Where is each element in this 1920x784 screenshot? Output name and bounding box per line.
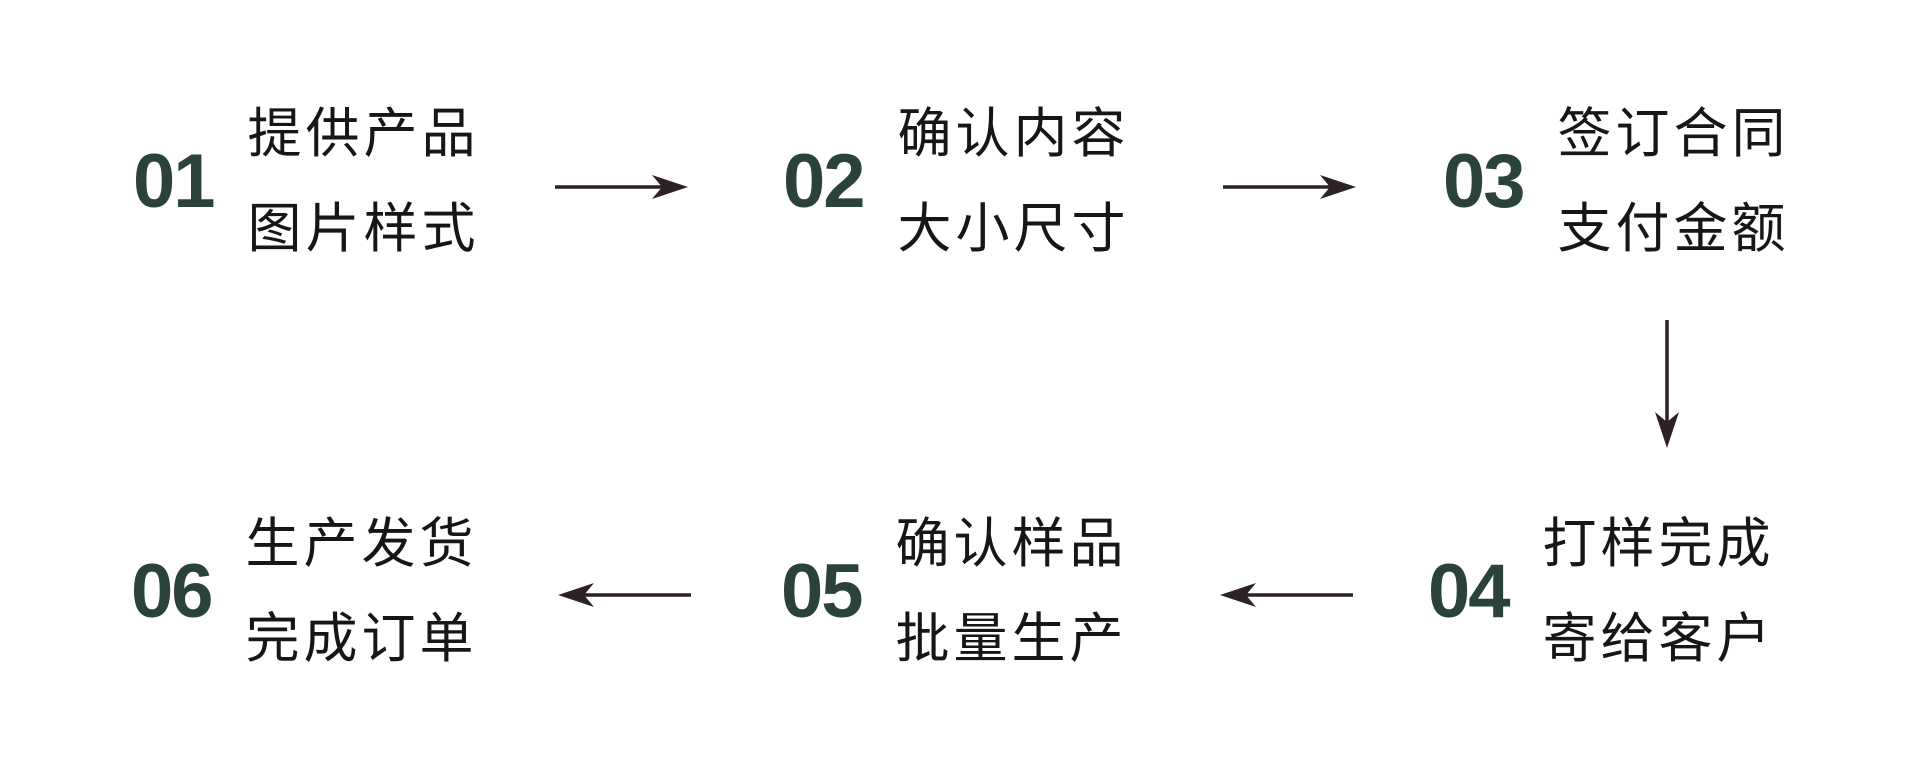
step-04-number: 04 [1428, 549, 1511, 634]
step-04: 04 打样完成 寄给客户 [1428, 497, 1775, 687]
step-01-number: 01 [133, 139, 216, 224]
step-04-label-line2: 寄给客户 [1542, 609, 1775, 669]
arrow-left-icon [1220, 583, 1353, 607]
arrow-left-icon [558, 583, 691, 607]
step-04-label: 打样完成 寄给客户 [1543, 497, 1775, 687]
step-03-number: 03 [1443, 139, 1526, 224]
step-01: 01 提供产品 图片样式 [133, 87, 480, 277]
step-06-label-line2: 完成订单 [245, 609, 478, 669]
arrow-down-icon [1655, 320, 1679, 448]
step-05-label-line2: 批量生产 [895, 609, 1128, 669]
step-03-label-line1: 签订合同 [1557, 104, 1790, 164]
step-06-number: 06 [131, 549, 214, 634]
step-05: 05 确认样品 批量生产 [781, 497, 1128, 687]
step-01-label-line1: 提供产品 [247, 104, 480, 164]
step-02-label: 确认内容 大小尺寸 [898, 87, 1130, 277]
step-03-label-line2: 支付金额 [1557, 199, 1790, 259]
step-06-label-line1: 生产发货 [245, 514, 478, 574]
step-05-label: 确认样品 批量生产 [896, 497, 1128, 687]
step-05-label-line1: 确认样品 [895, 514, 1128, 574]
step-04-label-line1: 打样完成 [1542, 514, 1775, 574]
step-03-label: 签订合同 支付金额 [1558, 87, 1790, 277]
step-01-label-line2: 图片样式 [247, 199, 480, 259]
step-06-label: 生产发货 完成订单 [246, 497, 478, 687]
step-02-label-line1: 确认内容 [897, 104, 1130, 164]
step-02: 02 确认内容 大小尺寸 [783, 87, 1130, 277]
step-01-label: 提供产品 图片样式 [248, 87, 480, 277]
step-02-number: 02 [783, 139, 866, 224]
arrow-right-icon [555, 175, 688, 199]
step-05-number: 05 [781, 549, 864, 634]
step-02-label-line2: 大小尺寸 [897, 199, 1130, 259]
step-03: 03 签订合同 支付金额 [1443, 87, 1790, 277]
arrow-right-icon [1223, 175, 1356, 199]
step-06: 06 生产发货 完成订单 [131, 497, 478, 687]
